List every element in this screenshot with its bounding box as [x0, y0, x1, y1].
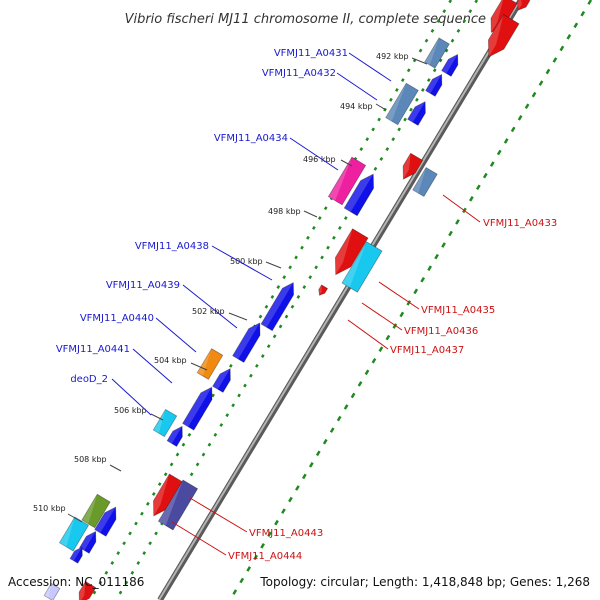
gene-arrow[interactable] — [147, 473, 184, 520]
gene-arrow[interactable] — [166, 424, 187, 447]
gene-arrow[interactable] — [424, 37, 450, 69]
gene-arrow[interactable] — [196, 348, 224, 380]
gene-label[interactable]: VFMJ11_A0437 — [390, 345, 464, 356]
forward-gene-labels: VFMJ11_A0431 VFMJ11_A0432 VFMJ11_A0434 V… — [56, 48, 392, 416]
gene-label[interactable]: VFMJ11_A0435 — [421, 305, 495, 316]
gene-arrow[interactable] — [407, 99, 431, 126]
gene-label[interactable]: VFMJ11_A0440 — [80, 313, 154, 324]
gene-arrow[interactable] — [514, 0, 531, 13]
tick-guide — [88, 0, 453, 600]
kbp-scale: 492 kbp 494 kbp 496 kbp 498 kbp 500 kbp … — [33, 52, 428, 523]
gene-label[interactable]: VFMJ11_A0444 — [228, 551, 302, 562]
gene-arrow[interactable] — [43, 582, 61, 600]
gene-arrow[interactable] — [397, 152, 424, 183]
gene-arrow[interactable] — [79, 529, 101, 554]
gene-arrow[interactable] — [94, 504, 122, 537]
gene-arrow[interactable] — [481, 13, 520, 61]
gene-label[interactable]: VFMJ11_A0439 — [106, 280, 180, 291]
gene-label[interactable]: VFMJ11_A0432 — [262, 68, 336, 79]
gene-arrow[interactable] — [260, 279, 299, 332]
gene-label[interactable]: deoD_2 — [70, 374, 108, 385]
gene-label[interactable]: VFMJ11_A0441 — [56, 344, 130, 355]
accession-text: Accession: NC_011186 — [8, 575, 144, 589]
tick-guide — [114, 0, 479, 600]
kbp-label: 496 kbp — [303, 155, 336, 164]
gene-arrow[interactable] — [385, 82, 419, 126]
kbp-label: 492 kbp — [376, 52, 409, 61]
kbp-label: 504 kbp — [154, 356, 187, 365]
kbp-label: 494 kbp — [340, 102, 373, 111]
kbp-label: 502 kbp — [192, 307, 225, 316]
reverse-gene-labels: VFMJ11_A0433 VFMJ11_A0435 VFMJ11_A0436 V… — [171, 194, 557, 562]
gene-label[interactable]: VFMJ11_A0433 — [483, 218, 557, 229]
genome-backbone — [157, 0, 524, 600]
gene-features — [43, 0, 531, 600]
kbp-label: 508 kbp — [74, 455, 107, 464]
gene-arrow[interactable] — [327, 156, 367, 206]
gene-arrow[interactable] — [81, 493, 111, 529]
gene-arrow[interactable] — [412, 166, 438, 198]
gene-label[interactable]: VFMJ11_A0436 — [404, 326, 478, 337]
gene-label[interactable]: VFMJ11_A0443 — [249, 528, 323, 539]
gene-arrow[interactable] — [425, 72, 447, 97]
gene-arrow[interactable] — [232, 320, 266, 363]
kbp-label: 500 kbp — [230, 257, 263, 266]
gene-arrow[interactable] — [343, 170, 379, 217]
kbp-label: 498 kbp — [268, 207, 301, 216]
gene-arrow[interactable] — [58, 516, 90, 552]
gene-arrow[interactable] — [212, 366, 236, 393]
gene-label[interactable]: VFMJ11_A0431 — [274, 48, 348, 59]
kbp-label: 506 kbp — [114, 406, 147, 415]
gene-arrow[interactable] — [316, 284, 329, 297]
gene-arrow[interactable] — [69, 545, 86, 564]
topology-text: Topology: circular; Length: 1,418,848 bp… — [259, 575, 590, 589]
tick-guides — [88, 0, 593, 600]
gene-arrow[interactable] — [441, 52, 463, 77]
gene-arrow[interactable] — [152, 408, 178, 438]
gene-label[interactable]: VFMJ11_A0438 — [135, 241, 209, 252]
kbp-label: 510 kbp — [33, 504, 66, 513]
map-title: Vibrio fischeri MJ11 chromosome II, comp… — [125, 12, 486, 27]
gene-arrow[interactable] — [341, 241, 383, 293]
tick-guide — [228, 0, 593, 600]
gene-arrow[interactable] — [74, 580, 97, 600]
gene-arrow[interactable] — [157, 479, 199, 531]
gene-arrow[interactable] — [182, 384, 218, 431]
gene-label[interactable]: VFMJ11_A0434 — [214, 133, 288, 144]
gene-arrow[interactable] — [328, 228, 369, 279]
